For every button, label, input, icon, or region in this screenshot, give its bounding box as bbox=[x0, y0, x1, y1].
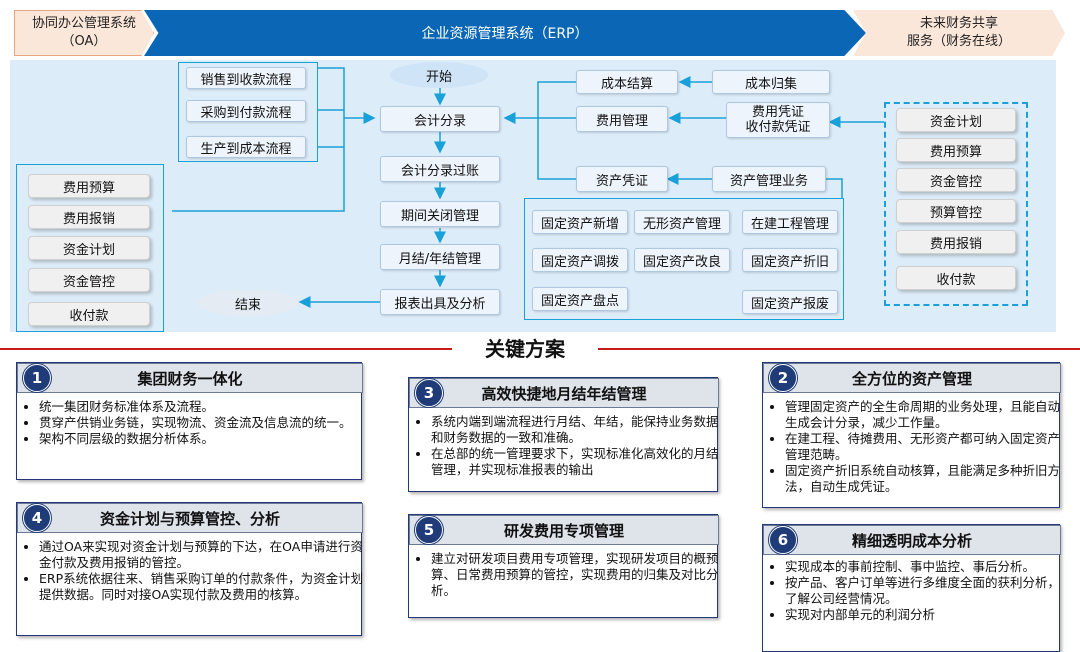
production-to-cost-process[interactable]: 生产到成本流程 bbox=[186, 136, 306, 158]
solution-card-5: 研发费用专项管理 5 建立对研发项目费用专项管理，实现研发项目的概预算、日常费用… bbox=[408, 514, 719, 618]
asset-scrap[interactable]: 固定资产报废 bbox=[742, 290, 838, 314]
right-item-fund-control[interactable]: 资金管控 bbox=[896, 168, 1016, 192]
construction-mgmt[interactable]: 在建工程管理 bbox=[742, 210, 838, 234]
card-2-bullets: 管理固定资产的全生命周期的业务处理，且能自动生成会计分录，减少工作量。 在建工程… bbox=[769, 399, 1069, 495]
card-5-title: 研发费用专项管理 bbox=[409, 515, 719, 545]
card-2-number: 2 bbox=[769, 364, 797, 392]
cost-collection[interactable]: 成本归集 bbox=[712, 70, 830, 94]
card-1-bullet: 统一集团财务标准体系及流程。 bbox=[39, 399, 369, 415]
card-1-bullet: 贯穿产供销业务链，实现物流、资金流及信息流的统一。 bbox=[39, 415, 369, 431]
card-2-bullet: 管理固定资产的全生命周期的业务处理，且能自动生成会计分录，减少工作量。 bbox=[785, 399, 1069, 431]
card-3-bullet: 系统内端到端流程进行月结、年结，能保持业务数据和财务数据的一致和准确。 bbox=[431, 414, 725, 446]
card-6-bullet: 实现对内部单元的利润分析 bbox=[785, 607, 1069, 623]
process-group bbox=[178, 62, 318, 162]
right-item-fund-plan[interactable]: 资金计划 bbox=[896, 108, 1016, 132]
solution-card-6: 精细透明成本分析 6 实现成本的事前控制、事中监控、事后分析。 按产品、客户订单… bbox=[762, 524, 1061, 652]
asset-transfer[interactable]: 固定资产调拨 bbox=[532, 248, 628, 272]
card-4-bullet: ERP系统依据往来、销售采购订单的付款条件，为资金计划提供数据。同时对接OA实现… bbox=[39, 571, 369, 603]
card-4-bullet: 通过OA来实现对资金计划与预算的下达，在OA申请进行资金付款及费用报销的管控。 bbox=[39, 539, 369, 571]
card-3-bullet: 在总部的统一管理要求下，实现标准化高效化的月结管理，并实现标准报表的输出 bbox=[431, 446, 725, 478]
right-item-budget-control[interactable]: 预算管控 bbox=[896, 199, 1016, 223]
card-4-number: 4 bbox=[23, 504, 51, 532]
fixed-asset-group bbox=[524, 198, 844, 320]
end-node: 结束 bbox=[198, 290, 298, 316]
solution-card-4: 资金计划与预算管控、分析 4 通过OA来实现对资金计划与预算的下达，在OA申请进… bbox=[16, 502, 363, 636]
start-node: 开始 bbox=[390, 62, 488, 88]
flow-diagram-area bbox=[10, 60, 1056, 332]
card-1-bullets: 统一集团财务标准体系及流程。 贯穿产供销业务链，实现物流、资金流及信息流的统一。… bbox=[23, 399, 369, 447]
left-item-expense-budget[interactable]: 费用预算 bbox=[28, 174, 150, 198]
card-3-bullets: 系统内端到端流程进行月结、年结，能保持业务数据和财务数据的一致和准确。 在总部的… bbox=[415, 414, 725, 478]
solution-card-3: 高效快捷地月结年结管理 3 系统内端到端流程进行月结、年结，能保持业务数据和财务… bbox=[408, 377, 719, 492]
card-2-title: 全方位的资产管理 bbox=[763, 363, 1061, 393]
step-journal-entry[interactable]: 会计分录 bbox=[380, 106, 500, 132]
solution-card-1: 集团财务一体化 1 统一集团财务标准体系及流程。 贯穿产供销业务链，实现物流、资… bbox=[16, 362, 363, 480]
right-item-expense-budget[interactable]: 费用预算 bbox=[896, 138, 1016, 162]
erp-banner: 企业资源管理系统（ERP） bbox=[144, 10, 866, 56]
asset-voucher[interactable]: 资产凭证 bbox=[576, 166, 668, 192]
solution-card-2: 全方位的资产管理 2 管理固定资产的全生命周期的业务处理，且能自动生成会计分录，… bbox=[762, 362, 1061, 508]
left-item-payment[interactable]: 收付款 bbox=[28, 302, 150, 326]
card-2-bullet: 固定资产折旧系统自动核算，且能满足多种折旧方法，自动生成凭证。 bbox=[785, 463, 1069, 495]
card-2-bullet: 在建工程、待摊费用、无形资产都可纳入固定资产管理范畴。 bbox=[785, 431, 1069, 463]
right-item-expense-reimburse[interactable]: 费用报销 bbox=[896, 230, 1016, 254]
asset-management-business[interactable]: 资产管理业务 bbox=[712, 166, 826, 192]
step-journal-posting[interactable]: 会计分录过账 bbox=[380, 156, 500, 182]
card-5-bullet: 建立对研发项目费用专项管理，实现研发项目的概预算、日常费用预算的管控，实现费用的… bbox=[431, 551, 725, 599]
cost-settlement[interactable]: 成本结算 bbox=[576, 70, 678, 94]
oa-banner: 协同办公管理系统 （OA） bbox=[14, 10, 154, 56]
expense-management[interactable]: 费用管理 bbox=[576, 106, 668, 132]
finance-banner: 未来财务共享 服务（财务在线） bbox=[853, 10, 1065, 56]
asset-depreciation[interactable]: 固定资产折旧 bbox=[742, 248, 838, 272]
step-period-close[interactable]: 期间关闭管理 bbox=[380, 201, 500, 227]
card-3-number: 3 bbox=[415, 379, 443, 407]
expense-payment-voucher[interactable]: 费用凭证 收付款凭证 bbox=[726, 102, 830, 138]
left-item-fund-plan[interactable]: 资金计划 bbox=[28, 236, 150, 260]
right-item-payment[interactable]: 收付款 bbox=[896, 266, 1016, 290]
card-4-title: 资金计划与预算管控、分析 bbox=[17, 503, 363, 533]
card-1-title: 集团财务一体化 bbox=[17, 363, 363, 393]
left-item-expense-reimburse[interactable]: 费用报销 bbox=[28, 205, 150, 229]
card-1-bullet: 架构不同层级的数据分析体系。 bbox=[39, 431, 369, 447]
card-1-number: 1 bbox=[23, 364, 51, 392]
card-6-bullet: 按产品、客户订单等进行多维度全面的获利分析，了解公司经营情况。 bbox=[785, 575, 1069, 607]
card-4-bullets: 通过OA来实现对资金计划与预算的下达，在OA申请进行资金付款及费用报销的管控。 … bbox=[23, 539, 369, 603]
sales-to-receipt-process[interactable]: 销售到收款流程 bbox=[186, 67, 306, 89]
flow-connectors bbox=[172, 67, 884, 308]
card-6-number: 6 bbox=[769, 526, 797, 554]
card-6-bullets: 实现成本的事前控制、事中监控、事后分析。 按产品、客户订单等进行多维度全面的获利… bbox=[769, 559, 1069, 623]
card-5-number: 5 bbox=[415, 516, 443, 544]
card-5-bullets: 建立对研发项目费用专项管理，实现研发项目的概预算、日常费用预算的管控，实现费用的… bbox=[415, 551, 725, 599]
card-3-title: 高效快捷地月结年结管理 bbox=[409, 378, 719, 408]
left-budget-group bbox=[16, 164, 164, 332]
card-6-bullet: 实现成本的事前控制、事中监控、事后分析。 bbox=[785, 559, 1069, 575]
step-report-analysis[interactable]: 报表出具及分析 bbox=[380, 289, 500, 315]
key-solutions-title: 关键方案 bbox=[452, 334, 598, 361]
right-finance-group bbox=[884, 102, 1028, 306]
step-month-year-close[interactable]: 月结/年结管理 bbox=[380, 244, 500, 270]
asset-inventory[interactable]: 固定资产盘点 bbox=[532, 287, 628, 311]
purchase-to-payment-process[interactable]: 采购到付款流程 bbox=[186, 100, 306, 122]
intangible-asset-mgmt[interactable]: 无形资产管理 bbox=[634, 210, 730, 234]
left-item-fund-control[interactable]: 资金管控 bbox=[28, 268, 150, 292]
asset-add[interactable]: 固定资产新增 bbox=[532, 210, 628, 234]
asset-improvement[interactable]: 固定资产改良 bbox=[634, 248, 730, 272]
card-6-title: 精细透明成本分析 bbox=[763, 525, 1061, 555]
